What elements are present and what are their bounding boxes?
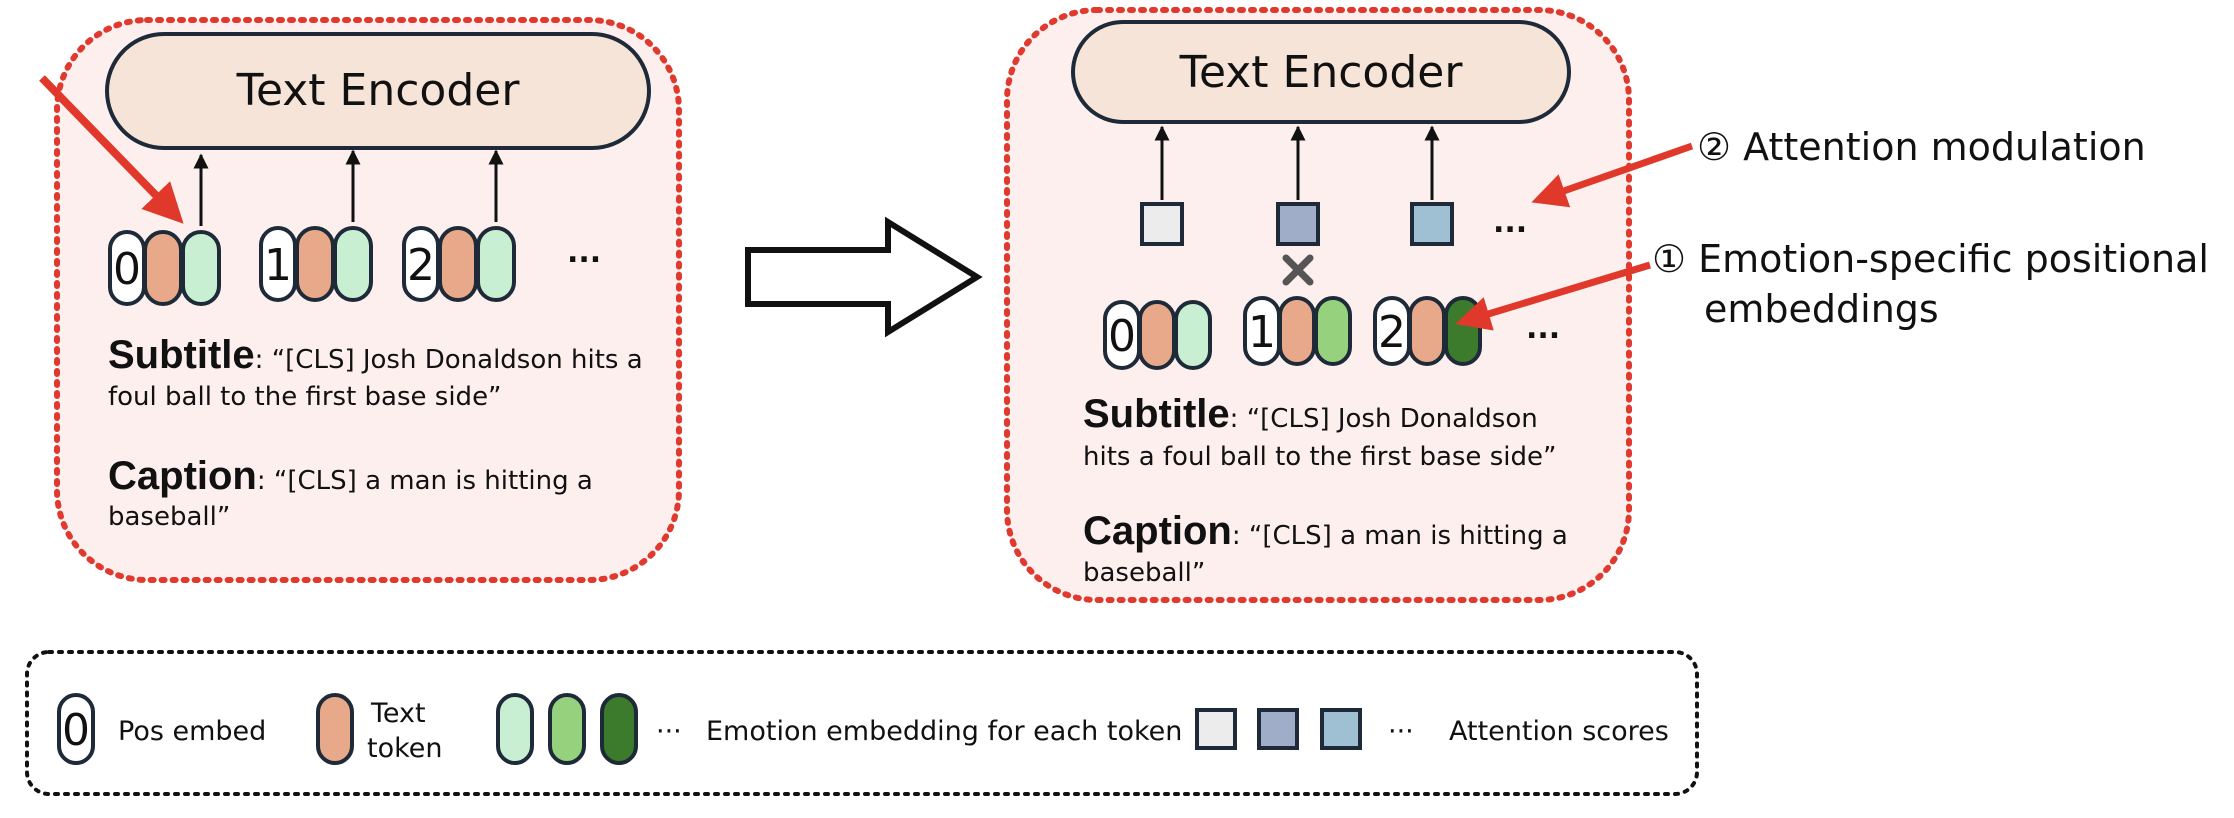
text-token-0 [143, 230, 183, 306]
legend-emotion-dark [600, 693, 638, 765]
right-subtitle-text-1: : “[CLS] Josh Donaldson [1230, 404, 1538, 434]
text-token-2 [1408, 296, 1446, 366]
emotion-embedding-1 [333, 226, 373, 302]
left-panel: Text Encoder 0 1 2 ... [39, 17, 682, 583]
left-caption: Caption: “[CLS] a man is hitting a [108, 454, 593, 498]
left-token-group-0: 0 [108, 153, 221, 306]
emotion-embedding-0 [1174, 300, 1212, 370]
emotion-embedding-1 [1314, 296, 1352, 366]
left-panel-frame [54, 17, 682, 583]
legend-score-light [1195, 708, 1237, 750]
emotion-embedding-2 [476, 226, 516, 302]
right-caption: Caption: “[CLS] a man is hitting a [1083, 509, 1568, 553]
legend-emotion-label: Emotion embedding for each token [706, 716, 1182, 747]
multiply-icon [1282, 254, 1314, 286]
emotion-embedding-2 [1444, 296, 1482, 366]
emotion-pe-label-1: ① Emotion-specific positional [1652, 237, 2209, 281]
pos-embed-2-label: 2 [407, 240, 435, 291]
attention-score-0 [1140, 202, 1184, 246]
attention-score-2 [1410, 202, 1454, 246]
left-caption-text-1: : “[CLS] a man is hitting a [257, 466, 593, 496]
left-red-arrow [39, 75, 184, 224]
pos-embed-1-label: 1 [264, 240, 292, 291]
right-caption-label: Caption [1083, 509, 1232, 553]
right-subtitle: Subtitle: “[CLS] Josh Donaldson [1083, 392, 1538, 436]
left-token-ellipsis: ... [567, 235, 601, 270]
legend-attention-label: Attention scores [1449, 716, 1669, 747]
left-text-encoder-box [105, 32, 651, 150]
emotion-embedding-0 [181, 230, 221, 306]
pos-embed-2-label: 2 [1378, 307, 1406, 358]
legend-pos-embed-label: Pos embed [118, 716, 266, 747]
legend-pos-embed-digit: 0 [62, 705, 90, 756]
left-token-group-1: 1 [259, 149, 373, 302]
right-caption-text-2: baseball” [1083, 558, 1205, 588]
right-token-group-0: 0 [1103, 300, 1212, 370]
legend-frame [25, 650, 1699, 796]
left-token-group-2: 2 [402, 149, 516, 302]
legend-emotion-light [496, 693, 534, 765]
left-text-encoder-label: Text Encoder [236, 65, 521, 116]
right-text-encoder-box [1071, 20, 1571, 124]
attention-modulation-label: ② Attention modulation [1697, 125, 2146, 169]
attention-score-1 [1276, 202, 1320, 246]
right-token-group-1: 1 [1243, 296, 1352, 366]
right-panel: Text Encoder ... 0 1 2 [1004, 7, 1632, 603]
legend-ellipsis-1: ··· [656, 716, 682, 747]
legend-text-token-label-1: Text [370, 698, 426, 729]
left-subtitle: Subtitle: “[CLS] Josh Donaldson hits a [108, 333, 643, 377]
right-subtitle-label: Subtitle [1083, 392, 1230, 436]
left-caption-label: Caption [108, 454, 257, 498]
transition-arrow [745, 216, 983, 338]
left-subtitle-text-1: : “[CLS] Josh Donaldson hits a [255, 345, 643, 375]
legend-text-token-label-2: token [367, 733, 443, 764]
emotion-pe-arrow [1455, 261, 1652, 331]
left-subtitle-label: Subtitle [108, 333, 255, 377]
legend-ellipsis-2: ··· [1388, 716, 1414, 747]
legend-emotion-mid [548, 693, 586, 765]
legend-score-blue [1320, 708, 1362, 750]
right-token-ellipsis: ... [1526, 311, 1560, 346]
pos-embed-1-label: 1 [1248, 307, 1276, 358]
pos-embed-0-label: 0 [1108, 311, 1136, 362]
legend-score-mid [1257, 708, 1299, 750]
legend-text-token-symbol [316, 693, 354, 765]
left-subtitle-text-2: foul ball to the first base side” [108, 382, 502, 412]
left-caption-text-2: baseball” [108, 502, 230, 532]
emotion-pe-label-2: embeddings [1704, 287, 1939, 331]
legend-pos-embed-symbol [57, 693, 95, 765]
text-token-1 [1278, 296, 1316, 366]
right-text-encoder-label: Text Encoder [1179, 47, 1464, 98]
text-token-0 [1138, 300, 1176, 370]
legend: 0 Pos embed Text token ··· Emotion embed… [25, 650, 1699, 796]
pos-embed-0-label: 0 [113, 244, 141, 295]
right-token-group-2: 2 [1373, 296, 1482, 366]
text-token-1 [295, 226, 335, 302]
score-ellipsis: ... [1493, 205, 1527, 240]
attention-modulation-arrow [1531, 142, 1694, 208]
text-token-2 [438, 226, 478, 302]
right-caption-text-1: : “[CLS] a man is hitting a [1232, 521, 1568, 551]
right-subtitle-text-2: hits a foul ball to the first base side” [1083, 442, 1556, 472]
